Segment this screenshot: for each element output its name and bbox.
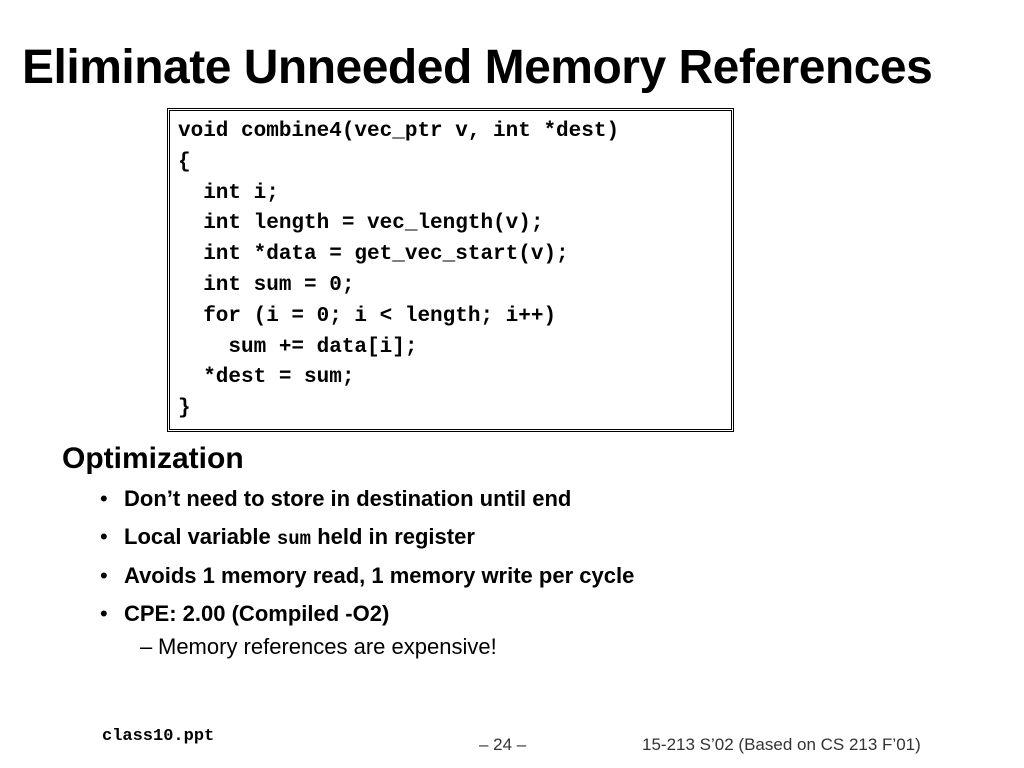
footer-course-info: 15-213 S’02 (Based on CS 213 F’01): [642, 735, 921, 754]
bullet-dot-icon: •: [100, 563, 108, 588]
code-line: {: [178, 150, 191, 174]
bullet-text: Avoids 1 memory read, 1 memory write per…: [124, 563, 635, 588]
sub-bullet-text: Memory references are expensive!: [158, 634, 497, 659]
code-line: int length = vec_length(v);: [178, 212, 544, 236]
code-line: int sum = 0;: [178, 273, 355, 297]
code-line: void combine4(vec_ptr v, int *dest): [178, 120, 620, 143]
inline-code: sum: [276, 527, 312, 550]
code-line: sum += data[i];: [178, 335, 418, 359]
bullet-dot-icon: •: [100, 486, 108, 511]
code-box: void combine4(vec_ptr v, int *dest) { in…: [167, 108, 734, 432]
bullet-dot-icon: •: [100, 523, 108, 549]
bullet-item: • Don’t need to store in destination unt…: [100, 484, 634, 514]
sub-bullet-item: –Memory references are expensive!: [140, 632, 497, 662]
bullet-dot-icon: •: [100, 600, 108, 626]
slide-title: Eliminate Unneeded Memory References: [22, 41, 933, 94]
section-heading: Optimization: [62, 442, 244, 475]
bullet-text: Don’t need to store in destination until…: [124, 486, 572, 511]
code-line: int *data = get_vec_start(v);: [178, 243, 569, 267]
bullet-text-prefix: Local variable: [124, 523, 277, 549]
bullet-list: • Don’t need to store in destination unt…: [100, 484, 634, 636]
bullet-item: • Local variable sum held in register: [100, 522, 634, 554]
code-line: }: [178, 397, 191, 421]
footer-filename: class10.ppt: [102, 727, 215, 746]
code-line: for (i = 0; i < length; i++): [178, 304, 557, 328]
code-line: *dest = sum;: [178, 366, 355, 390]
footer-page-number: – 24 –: [479, 735, 527, 754]
bullet-text-suffix: held in register: [311, 523, 475, 549]
bullet-text: CPE: 2.00 (Compiled -O2): [124, 600, 390, 626]
code-line: int i;: [178, 181, 279, 205]
code-listing: void combine4(vec_ptr v, int *dest) { in…: [178, 117, 731, 425]
bullet-item: • Avoids 1 memory read, 1 memory write p…: [100, 561, 634, 591]
dash-bullet-icon: –: [140, 634, 153, 659]
bullet-item: • CPE: 2.00 (Compiled -O2): [100, 599, 634, 629]
